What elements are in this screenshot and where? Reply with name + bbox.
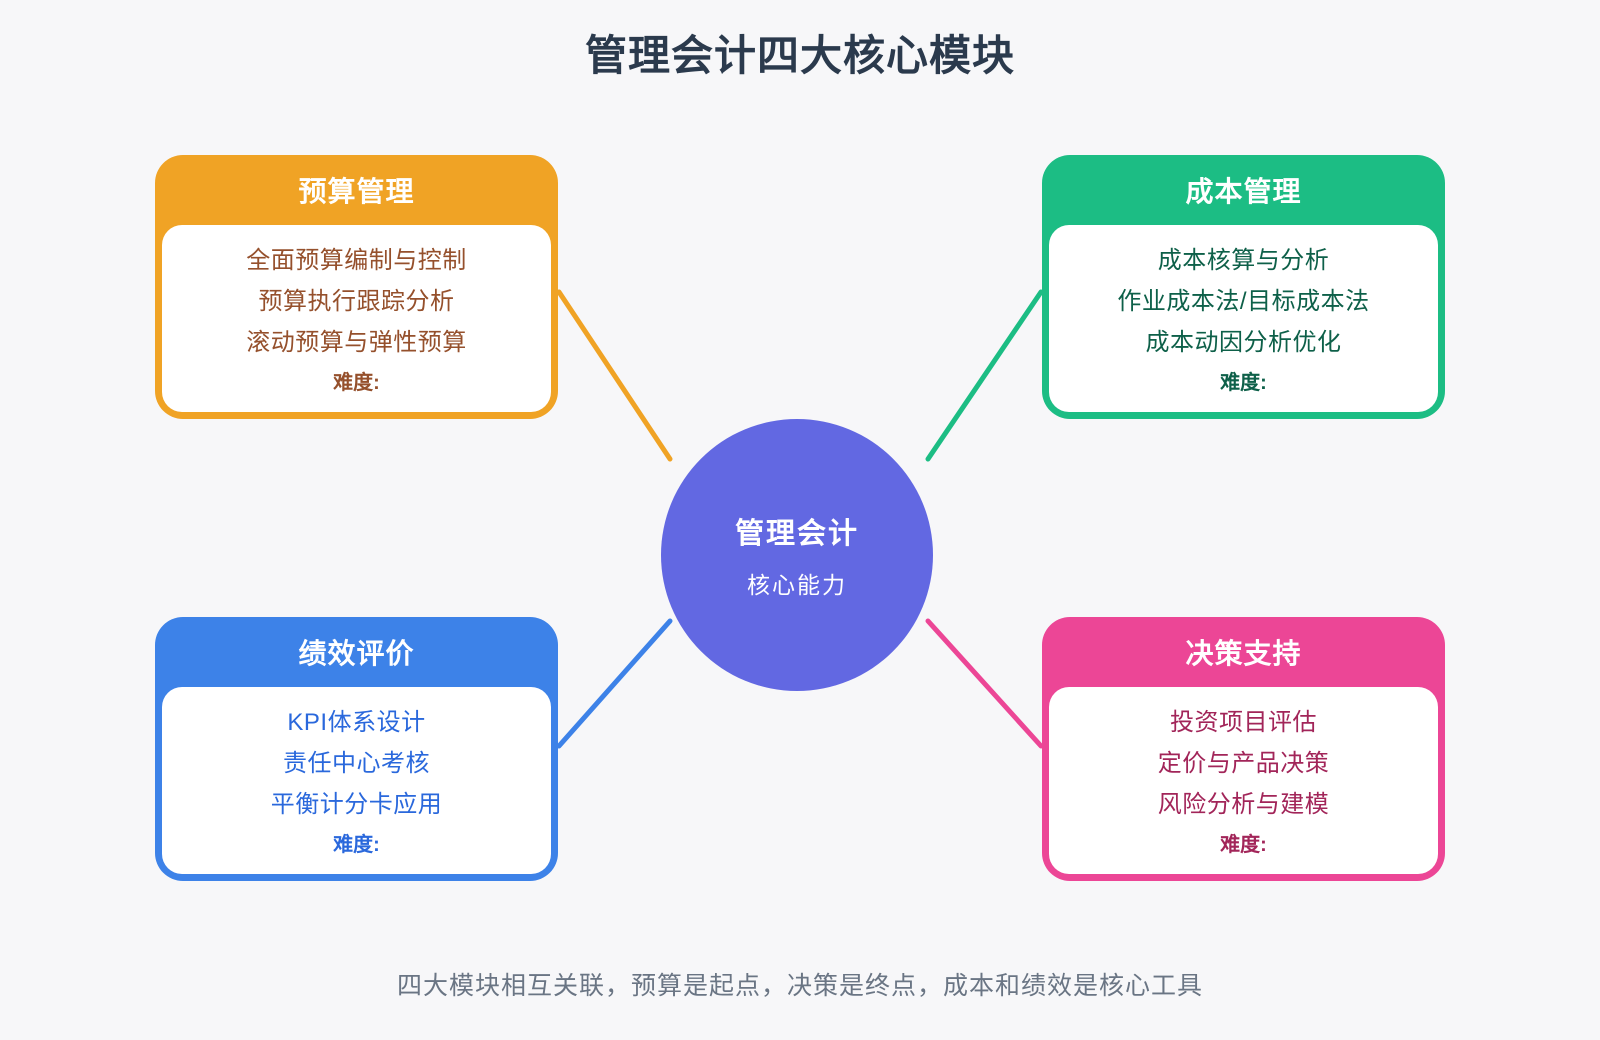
module-card-decision: 决策支持 投资项目评估 定价与产品决策 风险分析与建模 难度: [1042,617,1445,881]
page-title: 管理会计四大核心模块 [584,32,1015,79]
module-item: 作业成本法/目标成本法 [1117,287,1370,315]
connector-budget-icon [556,289,673,462]
module-title: 预算管理 [298,176,415,207]
module-header-performance: 绩效评价 [155,617,558,687]
module-header-budget: 预算管理 [155,155,558,225]
connector-decision-icon [925,618,1044,749]
module-item: KPI体系设计 [287,708,426,736]
module-title: 决策支持 [1185,638,1302,669]
module-item: 成本动因分析优化 [1145,328,1342,356]
module-item: 责任中心考核 [283,749,430,777]
module-item: 滚动预算与弹性预算 [246,328,467,356]
footer-note: 四大模块相互关联，预算是起点，决策是终点，成本和绩效是核心工具 [396,972,1203,1000]
center-node-subtitle: 核心能力 [747,572,847,598]
module-body-decision: 投资项目评估 定价与产品决策 风险分析与建模 难度: [1049,687,1438,874]
module-item: 风险分析与建模 [1157,790,1330,818]
difficulty-label: 难度: [1220,371,1267,394]
module-title: 绩效评价 [298,638,415,669]
module-card-cost: 成本管理 成本核算与分析 作业成本法/目标成本法 成本动因分析优化 难度: [1042,155,1445,419]
module-card-budget: 预算管理 全面预算编制与控制 预算执行跟踪分析 滚动预算与弹性预算 难度: [155,155,558,419]
center-node-title: 管理会计 [734,518,859,550]
difficulty-label: 难度: [333,833,380,856]
module-title: 成本管理 [1185,176,1302,207]
module-item: 平衡计分卡应用 [270,790,443,818]
module-item: 投资项目评估 [1170,708,1317,736]
difficulty-label: 难度: [333,371,380,394]
module-item: 成本核算与分析 [1157,246,1330,274]
connector-performance-icon [556,618,673,749]
connector-cost-icon [925,289,1044,462]
module-item: 预算执行跟踪分析 [258,287,455,315]
module-body-performance: KPI体系设计 责任中心考核 平衡计分卡应用 难度: [162,687,551,874]
module-body-budget: 全面预算编制与控制 预算执行跟踪分析 滚动预算与弹性预算 难度: [162,225,551,412]
module-card-performance: 绩效评价 KPI体系设计 责任中心考核 平衡计分卡应用 难度: [155,617,558,881]
module-header-cost: 成本管理 [1042,155,1445,225]
module-body-cost: 成本核算与分析 作业成本法/目标成本法 成本动因分析优化 难度: [1049,225,1438,412]
module-item: 全面预算编制与控制 [246,246,467,274]
module-item: 定价与产品决策 [1157,749,1330,777]
center-node: 管理会计 核心能力 [661,419,933,691]
difficulty-label: 难度: [1220,833,1267,856]
module-header-decision: 决策支持 [1042,617,1445,687]
